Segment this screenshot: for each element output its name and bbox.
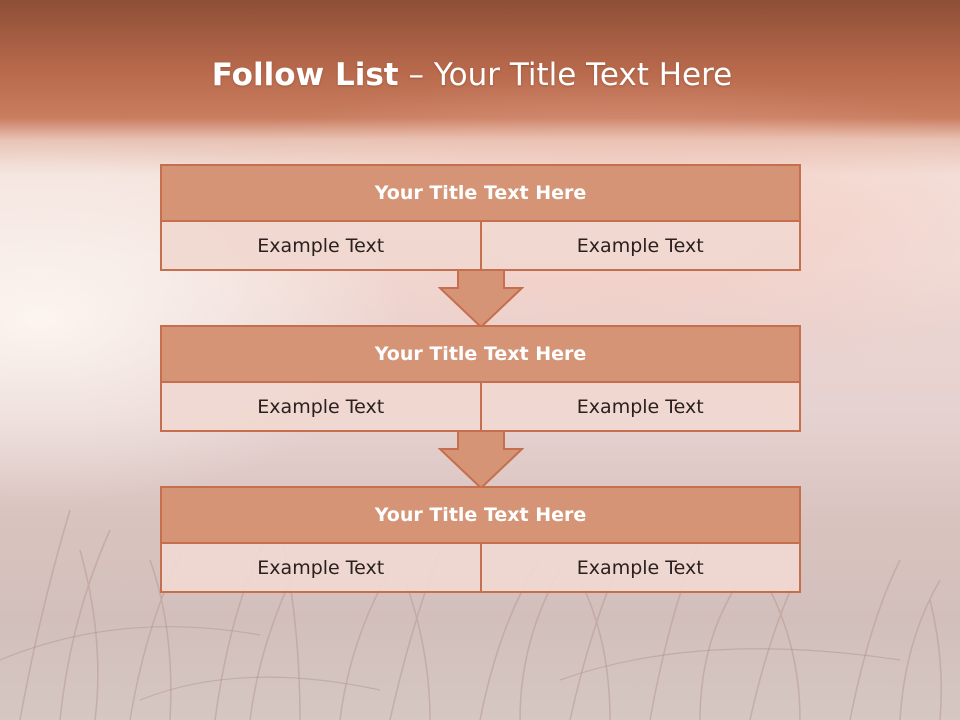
step-title-2: Your Title Text Here	[160, 325, 801, 383]
step-cell-left-1: Example Text	[160, 222, 482, 271]
down-arrow-1	[438, 270, 524, 328]
step-cell-left-3: Example Text	[160, 544, 482, 593]
step-block-2: Your Title Text Here Example Text Exampl…	[160, 325, 801, 432]
slide-title-bold: Follow List	[211, 57, 399, 93]
step-row-1: Example Text Example Text	[160, 222, 801, 271]
step-row-2: Example Text Example Text	[160, 383, 801, 432]
slide-title-rest: – Your Title Text Here	[398, 57, 733, 93]
step-title-3: Your Title Text Here	[160, 486, 801, 544]
step-row-3: Example Text Example Text	[160, 544, 801, 593]
slide-title: Follow List – Your Title Text Here	[0, 55, 944, 95]
step-cell-left-2: Example Text	[160, 383, 482, 432]
step-block-1: Your Title Text Here Example Text Exampl…	[160, 164, 801, 271]
step-block-3: Your Title Text Here Example Text Exampl…	[160, 486, 801, 593]
step-title-1: Your Title Text Here	[160, 164, 801, 222]
step-cell-right-3: Example Text	[481, 544, 801, 593]
down-arrow-2	[438, 431, 524, 489]
step-cell-right-1: Example Text	[481, 222, 801, 271]
step-cell-right-2: Example Text	[481, 383, 801, 432]
grass-background-image	[0, 509, 943, 720]
